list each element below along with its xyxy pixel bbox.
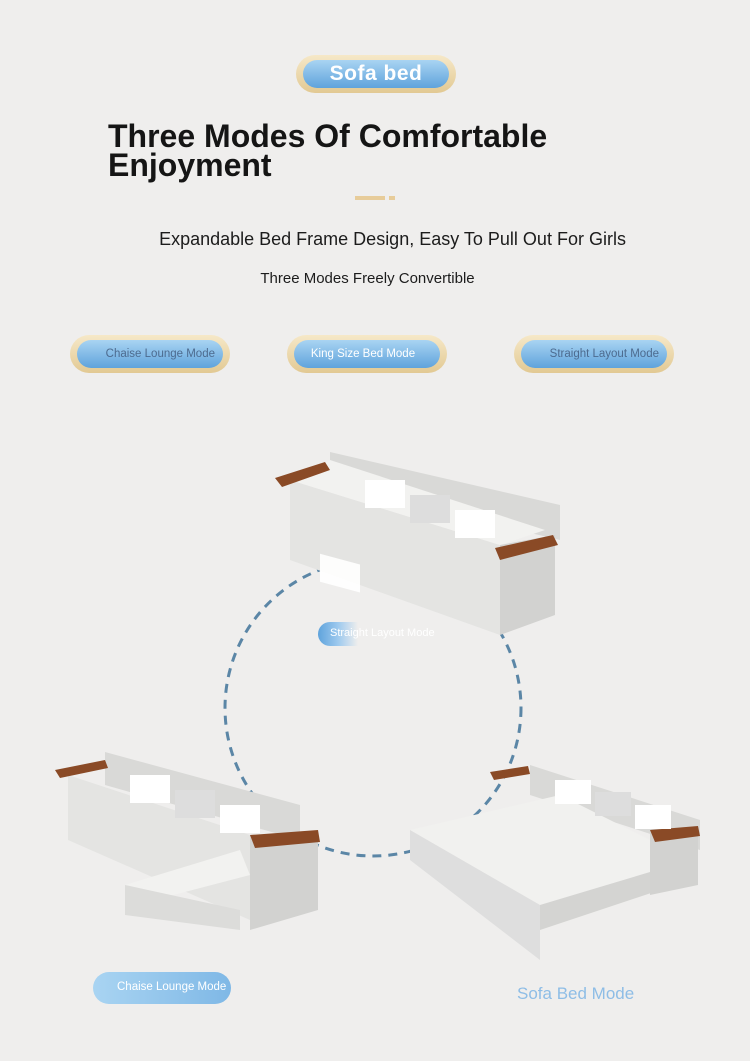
straight-sofa-image xyxy=(275,452,560,635)
subtitle: Expandable Bed Frame Design, Easy To Pul… xyxy=(159,229,626,249)
mode-label: Chaise Lounge Mode xyxy=(77,340,223,368)
mode-pill-chaise: Chaise Lounge Mode xyxy=(70,335,230,373)
tagline: Three Modes Freely Convertible xyxy=(260,270,475,287)
mode-pill-king: King Size Bed Mode xyxy=(287,335,447,373)
mode-cycle-circle xyxy=(223,558,523,858)
page-title: Three Modes Of Comfortable Enjoyment xyxy=(108,118,548,183)
sofa-bed-mode-label: Sofa Bed Mode xyxy=(517,984,635,1003)
straight-mode-label: Straight Layout Mode xyxy=(318,622,448,646)
sofa-bed-image xyxy=(410,765,700,960)
chaise-sofa-image xyxy=(55,752,320,930)
mode-label: Straight Layout Mode xyxy=(521,340,667,368)
mode-label: King Size Bed Mode xyxy=(294,340,440,368)
badge-label: Sofa bed xyxy=(303,60,449,88)
divider-dot xyxy=(389,196,395,200)
mode-pill-straight: Straight Layout Mode xyxy=(514,335,674,373)
sofa-bed-badge: Sofa bed xyxy=(296,55,456,93)
chaise-mode-label: Chaise Lounge Mode xyxy=(93,972,231,1004)
divider xyxy=(355,196,385,200)
